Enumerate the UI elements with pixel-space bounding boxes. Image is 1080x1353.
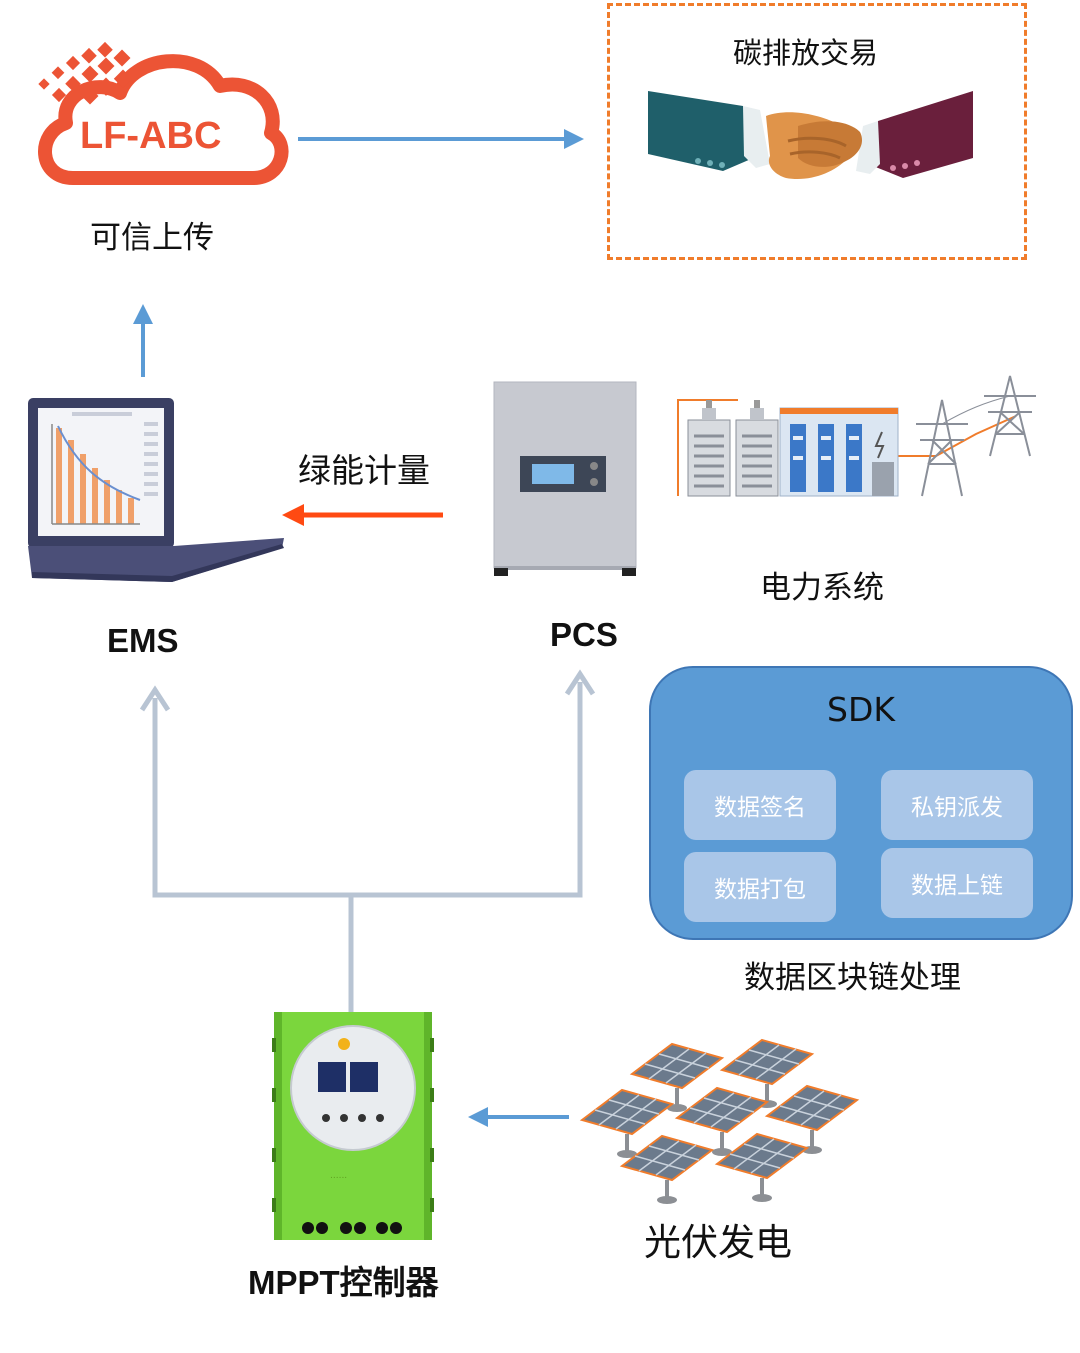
arrow-upload-to-carbon <box>298 129 584 149</box>
pcs-cabinet-icon <box>493 381 637 576</box>
ems-label: EMS <box>107 622 179 659</box>
sdk-item-data-chain[interactable]: 数据上链 <box>881 848 1033 918</box>
pv-label: 光伏发电 <box>644 1221 792 1264</box>
sdk-item-data-pack[interactable]: 数据打包 <box>684 852 836 922</box>
cloud-label: 可信上传 <box>90 220 214 256</box>
handshake-icon <box>648 91 973 180</box>
ems-laptop-icon <box>28 398 284 582</box>
sdk-caption: 数据区块链处理 <box>744 960 961 996</box>
logo-text: LF-ABC <box>80 115 221 157</box>
carbon-label: 碳排放交易 <box>733 36 879 70</box>
sdk-title: SDK <box>827 690 895 729</box>
pcs-label: PCS <box>550 616 618 653</box>
sdk-item-key-dispatch[interactable]: 私钥派发 <box>881 770 1033 840</box>
arrow-pcs-to-ems <box>282 504 443 526</box>
mppt-label: MPPT控制器 <box>248 1264 439 1301</box>
arrow-ems-to-cloud <box>133 304 153 377</box>
cloud-logo-icon: LF-ABC <box>38 41 289 185</box>
sdk-panel: SDK 数据签名 私钥派发 数据打包 数据上链 <box>649 666 1073 940</box>
green-metering-label: 绿能计量 <box>298 451 430 490</box>
mppt-controller-icon: ...... <box>272 1012 434 1240</box>
arrow-pv-to-mppt <box>468 1107 569 1127</box>
solar-panels-icon <box>580 1038 859 1206</box>
svg-text:......: ...... <box>330 1171 347 1181</box>
power-system-label: 电力系统 <box>760 570 884 606</box>
sdk-item-data-sign[interactable]: 数据签名 <box>684 770 836 840</box>
carbon-trading-box <box>607 3 1027 260</box>
power-system-icon <box>677 375 1036 497</box>
